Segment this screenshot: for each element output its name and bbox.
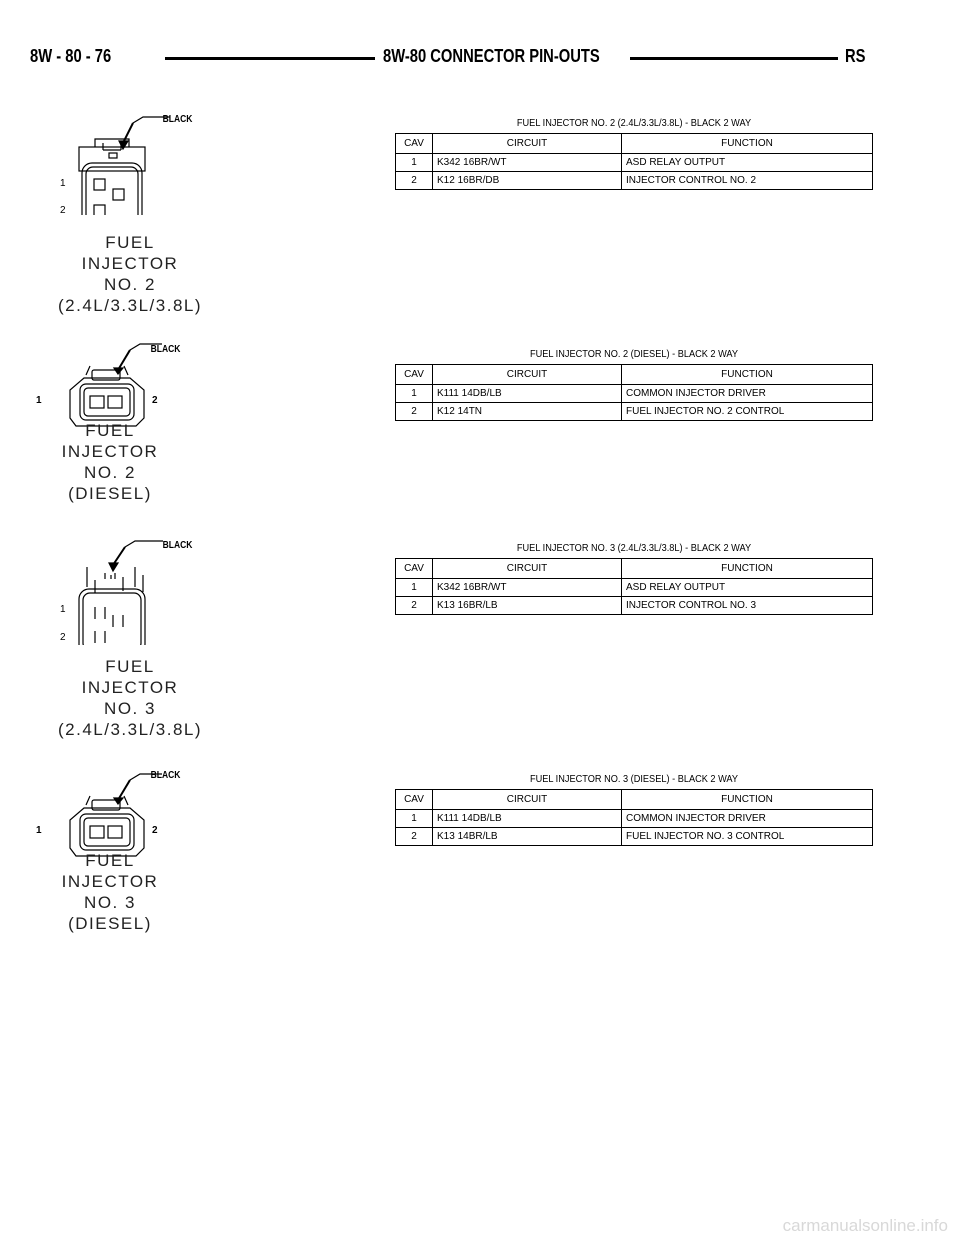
connector-table-title: FUEL INJECTOR NO. 2 (2.4L/3.3L/3.8L) - B…: [516, 118, 752, 129]
circuit-cell: K111 14DB/LB: [432, 384, 622, 403]
function-cell: ASD RELAY OUTPUT: [621, 153, 873, 172]
connector-label-line: FUEL: [105, 233, 155, 252]
connector-label-line: FUEL: [85, 421, 135, 440]
connector-label: FUEL INJECTOR NO. 3 (DIESEL): [30, 850, 190, 934]
function-cell: FUEL INJECTOR NO. 2 CONTROL: [621, 402, 873, 421]
connector-table-title: FUEL INJECTOR NO. 3 (DIESEL) - BLACK 2 W…: [529, 774, 739, 785]
connector-label: FUEL INJECTOR NO. 3 (2.4L/3.3L/3.8L): [50, 656, 210, 740]
cav-cell: 1: [395, 809, 433, 828]
function-cell: FUEL INJECTOR NO. 3 CONTROL: [621, 827, 873, 846]
header-cav: CAV: [395, 364, 433, 385]
connector-label-line: NO. 3: [84, 893, 136, 912]
header-cav: CAV: [395, 133, 433, 154]
model-code: RS: [845, 46, 866, 66]
cav-cell: 2: [395, 402, 433, 421]
circuit-cell: K13 14BR/LB: [432, 827, 622, 846]
function-cell: INJECTOR CONTROL NO. 2: [621, 171, 873, 190]
pin-number: 1: [36, 825, 42, 836]
connector-label-line: NO. 3: [104, 699, 156, 718]
circuit-cell: K12 14TN: [432, 402, 622, 421]
header-function: FUNCTION: [621, 133, 873, 154]
connector-table-title: FUEL INJECTOR NO. 3 (2.4L/3.3L/3.8L) - B…: [516, 543, 752, 554]
header-cav: CAV: [395, 789, 433, 810]
pin-number: 2: [152, 825, 158, 836]
header-cav: CAV: [395, 558, 433, 579]
connector-label-line: INJECTOR: [81, 254, 179, 273]
connector-color-label: BLACK: [162, 540, 193, 551]
cav-cell: 2: [395, 171, 433, 190]
circuit-cell: K12 16BR/DB: [432, 171, 622, 190]
connector-label-line: (2.4L/3.3L/3.8L): [57, 296, 203, 315]
header-circuit: CIRCUIT: [432, 558, 622, 579]
header-function: FUNCTION: [621, 789, 873, 810]
circuit-cell: K13 16BR/LB: [432, 596, 622, 615]
pin-number: 1: [60, 604, 66, 615]
connector-label: FUEL INJECTOR NO. 2 (DIESEL): [30, 420, 190, 504]
connector-label-line: INJECTOR: [61, 442, 159, 461]
connector-color-label: BLACK: [150, 344, 181, 355]
function-cell: COMMON INJECTOR DRIVER: [621, 809, 873, 828]
connector-label-line: NO. 2: [104, 275, 156, 294]
pin-number: 1: [60, 178, 66, 189]
header-function: FUNCTION: [621, 558, 873, 579]
connector-color-label: BLACK: [162, 114, 193, 125]
connector-drawing: [45, 105, 175, 228]
connector-drawing: [40, 340, 170, 435]
header-circuit: CIRCUIT: [432, 364, 622, 385]
connector-label-line: FUEL: [85, 851, 135, 870]
connector-label-line: FUEL: [105, 657, 155, 676]
pin-number: 2: [152, 395, 158, 406]
pin-number: 1: [36, 395, 42, 406]
connector-table-title: FUEL INJECTOR NO. 2 (DIESEL) - BLACK 2 W…: [529, 349, 739, 360]
connector-label-line: (DIESEL): [68, 914, 152, 933]
connector-label-line: (2.4L/3.3L/3.8L): [57, 720, 203, 739]
cav-cell: 1: [395, 153, 433, 172]
connector-color-label: BLACK: [150, 770, 181, 781]
watermark: carmanualsonline.info: [782, 1216, 948, 1235]
header-rule-right: [630, 57, 838, 60]
cav-cell: 2: [395, 827, 433, 846]
header-function: FUNCTION: [621, 364, 873, 385]
page-title: 8W-80 CONNECTOR PIN-OUTS: [383, 46, 600, 66]
connector-label-line: INJECTOR: [61, 872, 159, 891]
header-rule-left: [165, 57, 375, 60]
function-cell: ASD RELAY OUTPUT: [621, 578, 873, 597]
cav-cell: 2: [395, 596, 433, 615]
circuit-cell: K342 16BR/WT: [432, 578, 622, 597]
function-cell: INJECTOR CONTROL NO. 3: [621, 596, 873, 615]
connector-label: FUEL INJECTOR NO. 2 (2.4L/3.3L/3.8L): [50, 232, 210, 316]
circuit-cell: K111 14DB/LB: [432, 809, 622, 828]
header-circuit: CIRCUIT: [432, 133, 622, 154]
connector-label-line: INJECTOR: [81, 678, 179, 697]
header-circuit: CIRCUIT: [432, 789, 622, 810]
circuit-cell: K342 16BR/WT: [432, 153, 622, 172]
page-number: 8W - 80 - 76: [30, 46, 112, 66]
connector-drawing: [35, 535, 165, 655]
pin-number: 2: [60, 205, 66, 216]
pin-number: 2: [60, 632, 66, 643]
cav-cell: 1: [395, 384, 433, 403]
function-cell: COMMON INJECTOR DRIVER: [621, 384, 873, 403]
connector-label-line: NO. 2: [84, 463, 136, 482]
connector-label-line: (DIESEL): [68, 484, 152, 503]
connector-drawing: [40, 770, 170, 865]
cav-cell: 1: [395, 578, 433, 597]
